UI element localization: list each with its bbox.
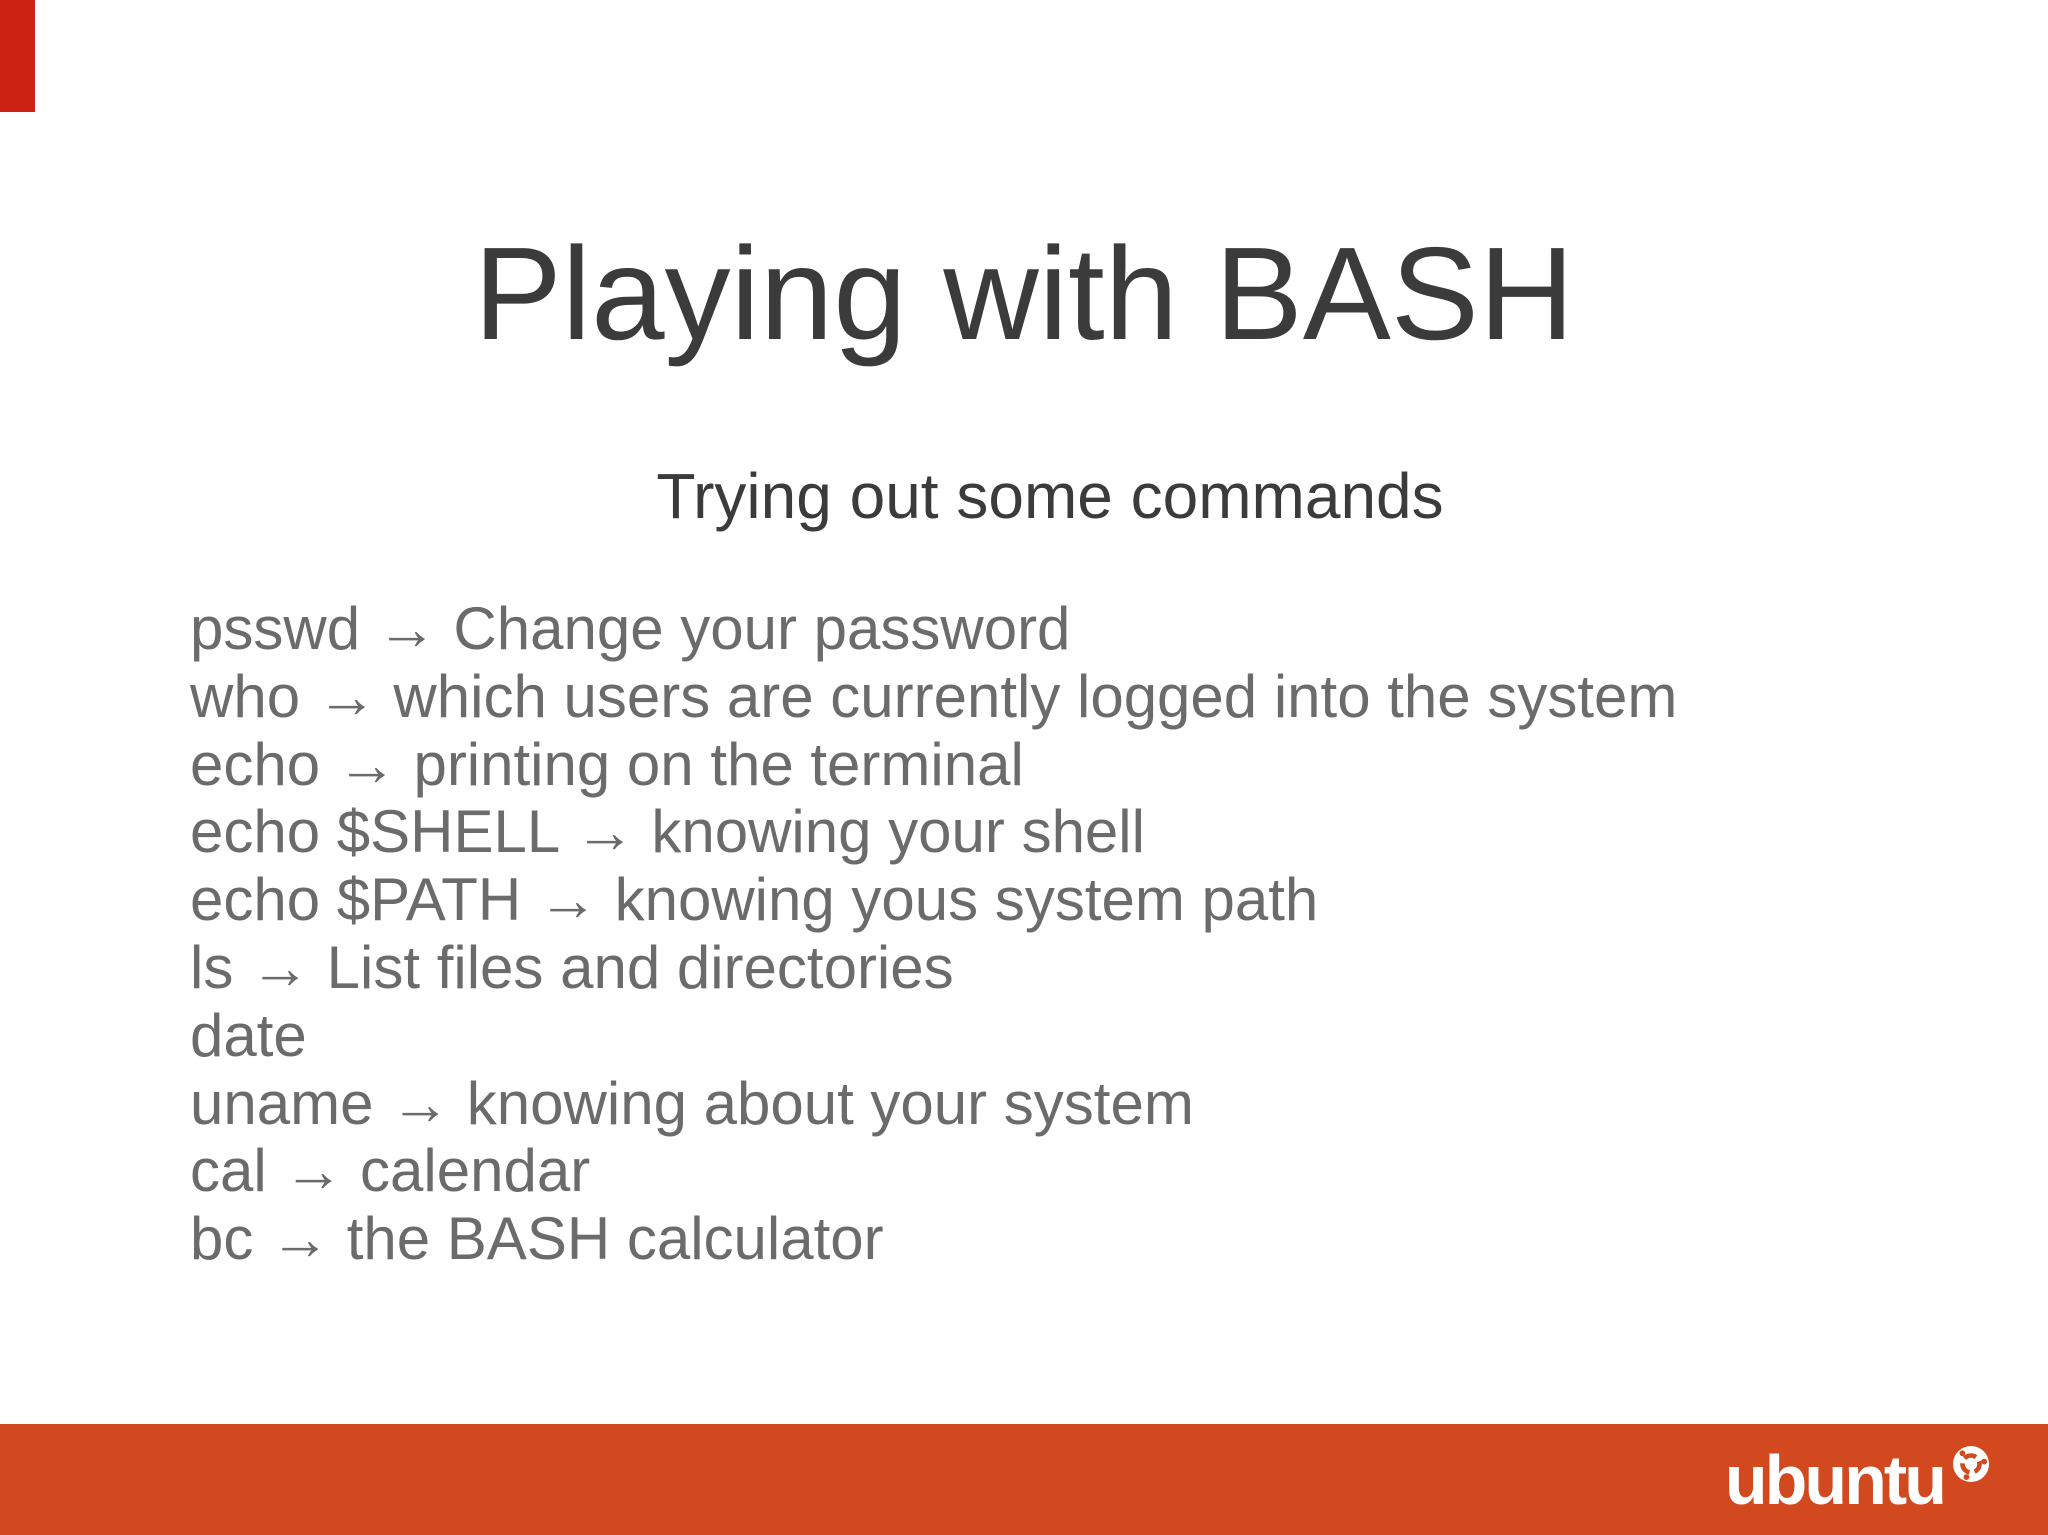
- command-line: bc → the BASH calculator: [190, 1205, 884, 1273]
- command-line: cal → calendar: [190, 1137, 591, 1205]
- ubuntu-logo-text: ubuntu: [1724, 1440, 1947, 1519]
- command-line: psswd → Change your password: [190, 595, 1071, 662]
- command-line: date: [190, 1001, 307, 1069]
- slide-subtitle: Trying out some commands: [656, 460, 1444, 532]
- command-line: who → which users are currently logged i…: [190, 662, 1678, 730]
- circle-of-friends-icon: [1953, 1445, 1989, 1482]
- command-line: uname → knowing about your system: [190, 1069, 1194, 1137]
- command-line: echo $PATH → knowing yous system path: [190, 866, 1319, 934]
- command-line: ls → List files and directories: [190, 933, 954, 1001]
- footer-bar: ubuntu: [0, 1424, 2048, 1535]
- slide-accent-tab: [0, 0, 35, 112]
- slide-title: Playing with BASH: [473, 220, 1575, 367]
- command-line: echo → printing on the terminal: [190, 730, 1024, 798]
- command-line: echo $SHELL → knowing your shell: [190, 798, 1145, 866]
